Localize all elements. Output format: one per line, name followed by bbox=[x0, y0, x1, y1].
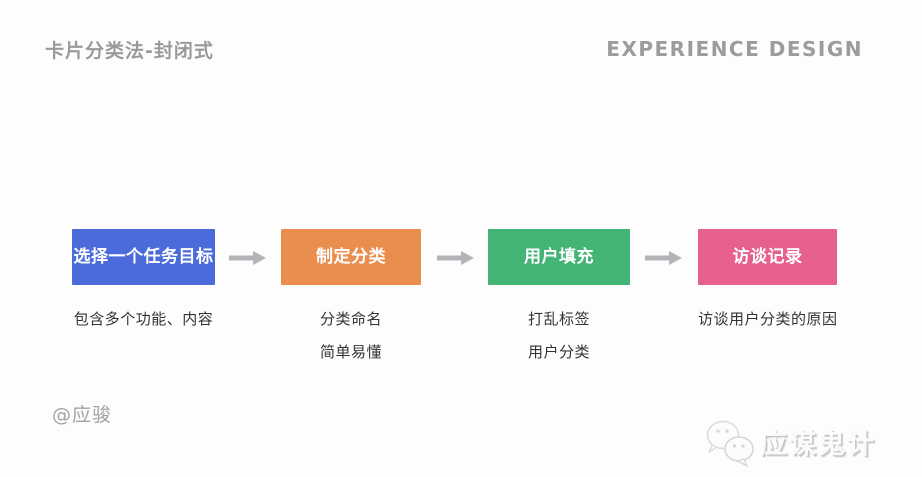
watermark: 应谋鬼计 bbox=[702, 416, 902, 472]
watermark-text: 应谋鬼计 bbox=[760, 429, 876, 460]
flow-step-note: 打乱标签 bbox=[527, 310, 590, 328]
right-arrow-icon bbox=[437, 251, 474, 265]
page-title: 卡片分类法-封闭式 bbox=[45, 40, 214, 62]
flow-step-4: 访谈记录 访谈用户分类的原因 bbox=[698, 229, 837, 336]
flow-step-4-box: 访谈记录 bbox=[698, 229, 837, 285]
flow-step-1-notes: 包含多个功能、内容 bbox=[72, 303, 215, 336]
flow-step-2: 制定分类 分类命名 简单易懂 bbox=[281, 229, 421, 369]
flow-step-4-notes: 访谈用户分类的原因 bbox=[698, 303, 837, 336]
flow-step-1: 选择一个任务目标 包含多个功能、内容 bbox=[72, 229, 215, 336]
brand-text: EXPERIENCE DESIGN bbox=[606, 37, 863, 61]
right-arrow-shape bbox=[437, 251, 474, 265]
flow-step-note: 访谈用户分类的原因 bbox=[698, 310, 838, 328]
flow-step-note: 简单易懂 bbox=[319, 343, 382, 361]
right-arrow-icon bbox=[645, 251, 682, 265]
speech-bubbles-icon bbox=[706, 420, 754, 467]
author-signature: @应骏 bbox=[52, 404, 113, 426]
flow-step-note: 用户分类 bbox=[527, 343, 590, 361]
right-arrow-shape bbox=[229, 251, 266, 265]
flow-step-2-box: 制定分类 bbox=[281, 229, 421, 285]
flow-step-1-box: 选择一个任务目标 bbox=[72, 229, 215, 285]
right-arrow-icon bbox=[229, 251, 266, 265]
flow-step-note: 分类命名 bbox=[319, 310, 382, 328]
right-arrow-shape bbox=[645, 251, 682, 265]
flow-step-2-notes: 分类命名 简单易懂 bbox=[281, 303, 421, 369]
flow-step-3-box: 用户填充 bbox=[488, 229, 630, 285]
flow-step-3: 用户填充 打乱标签 用户分类 bbox=[488, 229, 630, 369]
flow-step-3-notes: 打乱标签 用户分类 bbox=[488, 303, 630, 369]
flow-step-note: 包含多个功能、内容 bbox=[73, 310, 214, 328]
